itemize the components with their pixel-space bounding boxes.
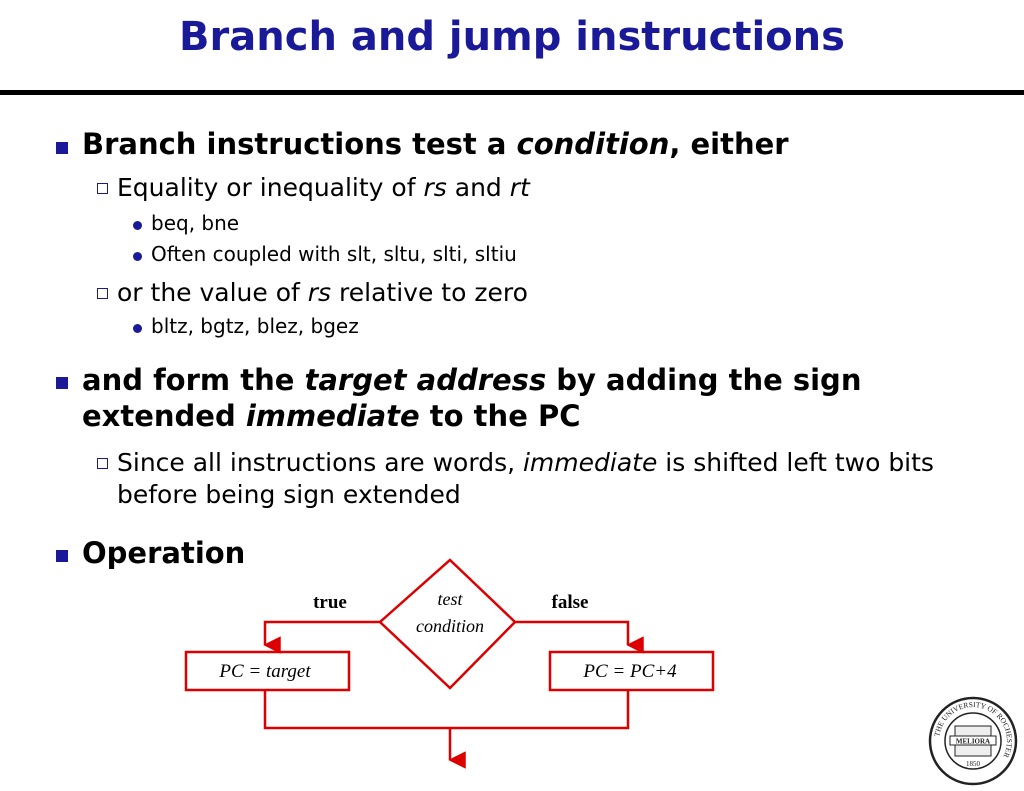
merge-right-line (450, 690, 630, 730)
text: Branch instructions test a (82, 127, 517, 161)
text-em: condition (516, 127, 670, 161)
sub-sub-bullet-bltz: bltz, bgtz, blez, bgez (151, 314, 359, 338)
text: or the value of (117, 278, 308, 307)
bullet-branch-condition: Branch instructions test a condition, ei… (82, 126, 982, 162)
dot-bullet-icon (133, 221, 142, 230)
sub-bullet-shift: Since all instructions are words, immedi… (117, 447, 977, 511)
pc-target-box (184, 650, 351, 692)
condition-label: condition (416, 616, 484, 636)
dot-bullet-icon (133, 324, 142, 333)
text: , either (669, 127, 789, 161)
pc-plus4-label: PC = PC+4 (582, 661, 677, 682)
seal-year: 1850 (966, 760, 981, 768)
dot-bullet-icon (133, 252, 142, 261)
text: Equality or inequality of (117, 173, 424, 202)
merge-left-line (263, 690, 450, 730)
hollow-square-bullet-icon (97, 288, 108, 299)
true-label: true (313, 592, 347, 613)
university-seal-logo: THE UNIVERSITY OF ROCHESTER MELIORA 1850 (928, 696, 1018, 786)
text-em: immediate (245, 399, 420, 433)
hollow-square-bullet-icon (97, 458, 108, 469)
sub-bullet-rs-zero: or the value of rs relative to zero (117, 277, 977, 309)
text: Since all instructions are words, (117, 448, 523, 477)
title-divider (0, 90, 1024, 95)
pc-target-label: PC = target (218, 661, 311, 682)
square-bullet-icon (56, 377, 68, 389)
false-label: false (552, 592, 589, 613)
text: by adding the sign extended (82, 363, 862, 433)
true-connector (263, 620, 380, 654)
text: relative to zero (331, 278, 528, 307)
text: and form the (82, 363, 305, 397)
sub-sub-bullet-beq: beq, bne (151, 211, 240, 235)
text: and (446, 173, 510, 202)
sub-sub-bullet-slt: Often coupled with slt, sltu, slti, slti… (151, 242, 517, 266)
test-label: test (438, 589, 464, 609)
sub-bullet-equality: Equality or inequality of rs and rt (117, 172, 977, 204)
text: is shifted left two bits before being si… (117, 448, 934, 509)
text-em: immediate (522, 448, 658, 477)
bullet-target-address: and form the target address by adding th… (82, 362, 962, 434)
text: to the PC (419, 399, 581, 433)
text-em: rs (307, 278, 332, 307)
slide-title: Branch and jump instructions (179, 14, 845, 60)
text-em: rs (423, 173, 447, 202)
seal-motto: MELIORA (956, 738, 990, 746)
text-em: rt (509, 173, 530, 202)
text-em: target address (304, 363, 547, 397)
pc-plus4-box (548, 650, 715, 692)
hollow-square-bullet-icon (97, 183, 108, 194)
decision-diamond (378, 558, 517, 690)
false-connector (515, 620, 644, 654)
square-bullet-icon (56, 142, 68, 154)
bullet-operation: Operation (82, 536, 246, 570)
square-bullet-icon (56, 550, 68, 562)
